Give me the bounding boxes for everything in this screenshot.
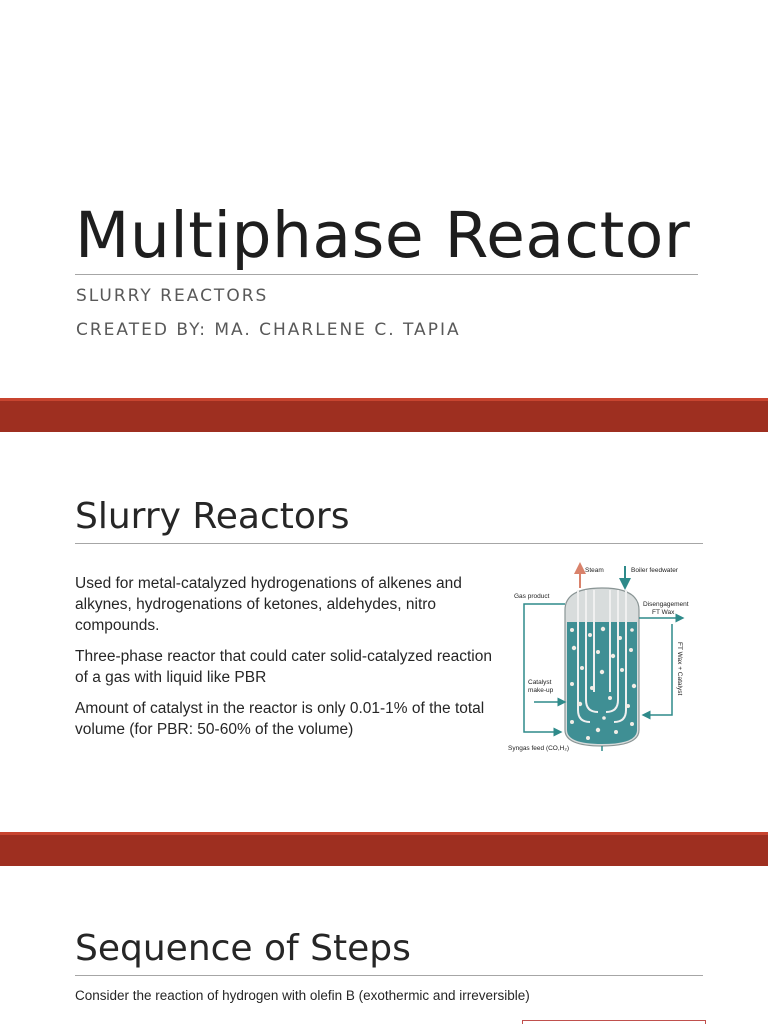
- slide-title-divider: [75, 975, 703, 976]
- slide-title: Slurry Reactors: [75, 496, 350, 537]
- gas-product-line: [523, 603, 565, 737]
- slurry-reactor-diagram: Steam Boiler feedwater Gas produc: [508, 562, 689, 752]
- label-gas-product: Gas product: [514, 593, 550, 600]
- wax-catalyst-recycle-line: [641, 624, 673, 720]
- content-box-edge: [522, 1020, 706, 1024]
- slide-separator-band: [0, 398, 768, 432]
- label-disengagement: Disengagement: [643, 601, 689, 608]
- gas-bubbles: [570, 626, 637, 740]
- title-slide: Multiphase Reactor Slurry Reactors Creat…: [0, 0, 768, 398]
- title-divider: [75, 274, 698, 275]
- presentation-subtitle: Slurry Reactors: [76, 286, 269, 306]
- slurry-liquid: [567, 622, 637, 744]
- bullet-item: Amount of catalyst in the reactor is onl…: [75, 700, 485, 738]
- label-syngas-feed: Syngas feed (CO,H₂): [508, 745, 569, 752]
- label-ft-wax: FT Wax: [652, 609, 675, 616]
- slide-intro-text: Consider the reaction of hydrogen with o…: [75, 988, 530, 1003]
- bullet-item: Three-phase reactor that could cater sol…: [75, 648, 492, 686]
- bullet-item: Used for metal-catalyzed hydrogenations …: [75, 575, 462, 634]
- slurry-reactors-slide: Slurry Reactors Used for metal-catalyzed…: [0, 432, 768, 832]
- slide-separator-band: [0, 832, 768, 866]
- author-line: Created by: Ma. Charlene C. Tapia: [76, 320, 461, 340]
- sequence-of-steps-slide: Sequence of Steps Consider the reaction …: [0, 866, 768, 1024]
- cooling-tubes: [577, 590, 627, 723]
- bullet-list: Used for metal-catalyzed hydrogenations …: [75, 573, 495, 750]
- slide-title-divider: [75, 543, 703, 544]
- slide-title: Sequence of Steps: [75, 928, 411, 969]
- label-catalyst: Catalyst: [528, 679, 552, 686]
- label-make-up: make-up: [528, 687, 554, 694]
- presentation-title: Multiphase Reactor: [75, 199, 691, 272]
- label-boiler-feedwater: Boiler feedwater: [631, 567, 679, 574]
- label-ft-wax-catalyst: FT Wax + Catalyst: [676, 642, 683, 695]
- label-steam: Steam: [585, 567, 604, 574]
